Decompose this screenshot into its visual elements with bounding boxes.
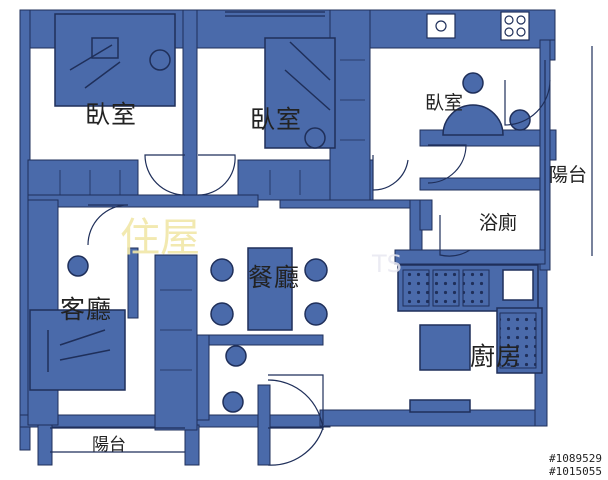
room-label-dining: 餐廳 bbox=[248, 263, 301, 292]
room-label-kitchen: 廚房 bbox=[470, 342, 523, 371]
room-label-balcony-right: 陽台 bbox=[549, 164, 588, 186]
room-label-bedroom-2: 臥室 bbox=[250, 105, 303, 134]
room-label-bathroom: 浴廁 bbox=[479, 212, 518, 234]
room-label-living: 客廳 bbox=[60, 295, 113, 324]
bed bbox=[264, 37, 336, 149]
room-label-balcony-bottom: 陽台 bbox=[92, 435, 126, 455]
wardrobe-cabinets bbox=[59, 59, 365, 371]
stove-burners bbox=[402, 269, 537, 369]
door-swings bbox=[87, 79, 551, 466]
seats bbox=[67, 49, 531, 413]
sink bbox=[426, 11, 530, 41]
tables bbox=[247, 104, 504, 331]
room-label-bedroom-3: 臥室 bbox=[425, 92, 464, 114]
ts-watermark: TS bbox=[372, 250, 402, 278]
listing-id-1: #1089529 bbox=[549, 452, 602, 465]
bed bbox=[29, 309, 126, 391]
room-label-bedroom-1: 臥室 bbox=[85, 100, 138, 129]
window-lines bbox=[50, 11, 593, 453]
listing-id-2: #1015055 bbox=[549, 465, 602, 478]
logo-watermark: 住屋 bbox=[120, 215, 200, 261]
